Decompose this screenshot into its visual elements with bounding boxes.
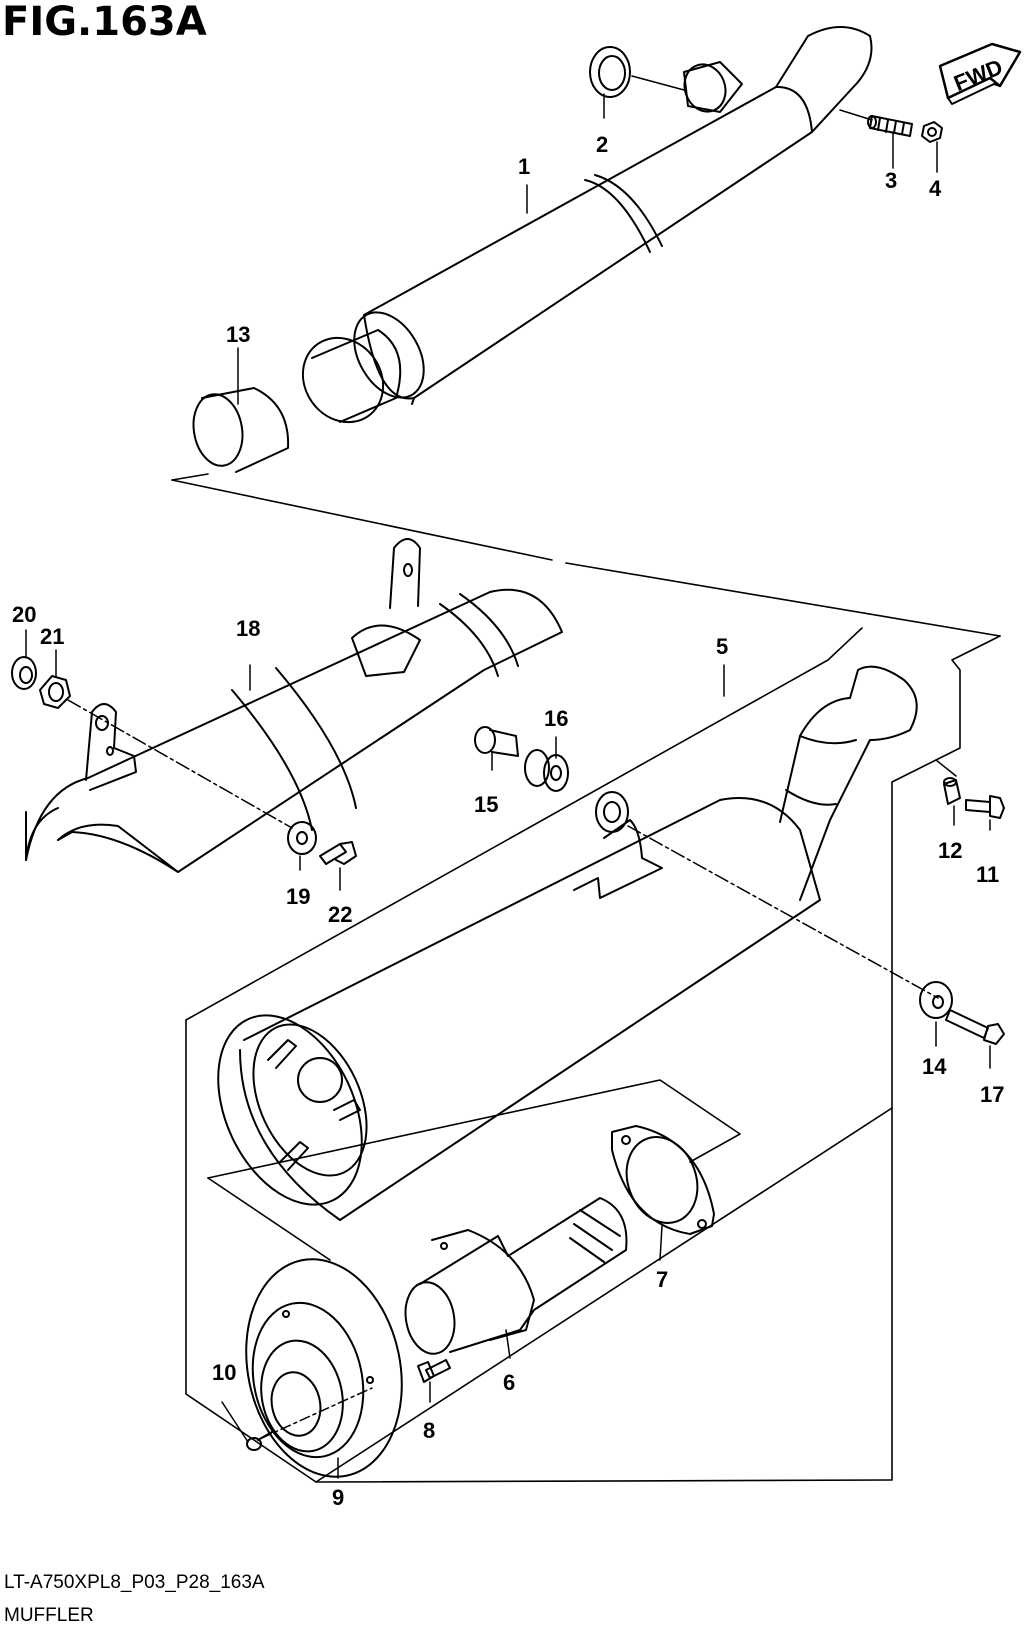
spark-arrester-part	[404, 1197, 628, 1355]
collar-part	[39, 675, 71, 709]
callout-6: 6	[503, 1370, 515, 1395]
muffler-body-part	[217, 665, 918, 1221]
callout-3: 3	[885, 168, 897, 193]
callout-10: 10	[212, 1360, 236, 1385]
bolt-part	[417, 1359, 451, 1383]
callout-9: 9	[332, 1485, 344, 1510]
bolt-part	[945, 1009, 1005, 1045]
assembly-boundary-lines	[171, 473, 1001, 1483]
callout-20: 20	[12, 602, 36, 627]
callout-1: 1	[518, 154, 530, 179]
callout-16: 16	[544, 706, 568, 731]
callout-17: 17	[980, 1082, 1004, 1107]
spacer-part	[943, 777, 961, 805]
callout-19: 19	[286, 884, 310, 909]
callout-15: 15	[474, 792, 498, 817]
pipe-sleeve-part	[192, 387, 290, 473]
grommet-part	[474, 726, 519, 757]
washer-part	[287, 821, 317, 855]
callout-22: 22	[328, 902, 352, 927]
stud-bolt-part	[867, 115, 913, 137]
callout-18: 18	[236, 616, 260, 641]
gasket-ring-part	[589, 46, 631, 98]
washer-part	[11, 656, 37, 690]
end-cap-part	[245, 1258, 403, 1478]
callout-8: 8	[423, 1418, 435, 1443]
exhaust-pipe-part	[301, 26, 873, 424]
bolt-part	[965, 795, 1005, 819]
leader-lines	[25, 75, 991, 1479]
callout-4: 4	[929, 176, 942, 201]
muffler-gasket-part	[611, 1125, 715, 1235]
nut-part	[921, 121, 943, 143]
forward-direction-arrow: FWD	[938, 42, 1022, 105]
callout-13: 13	[226, 322, 250, 347]
callout-21: 21	[40, 624, 64, 649]
callout-7: 7	[656, 1267, 668, 1292]
callout-labels: 1 2 3 4 5 6 7 8 9 10 11 12 13 14 15 16 1…	[12, 132, 1004, 1510]
callout-14: 14	[922, 1054, 947, 1079]
figure-code: LT-A750XPL8_P03_P28_163A	[4, 1572, 265, 1593]
heat-shield-part	[25, 538, 563, 873]
callout-11: 11	[976, 862, 999, 887]
figure-title: FIG.163A	[2, 0, 207, 45]
washer-part	[919, 981, 953, 1019]
callout-2: 2	[596, 132, 608, 157]
figure-name: MUFFLER	[4, 1605, 94, 1626]
bolt-part	[319, 841, 357, 865]
damper-part	[524, 749, 569, 792]
callout-12: 12	[938, 838, 962, 863]
callout-5: 5	[716, 634, 728, 659]
